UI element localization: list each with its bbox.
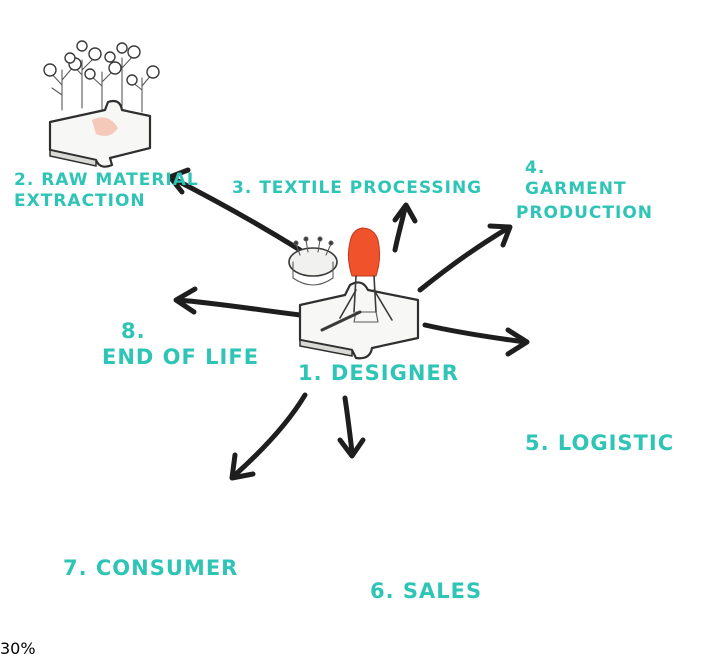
raw-material-illustration — [43, 40, 160, 168]
arrow-to-sales — [342, 395, 355, 455]
label-sales: 6. SALES — [370, 579, 483, 603]
arrow-to-raw-material — [169, 175, 303, 253]
diagram-canvas — [43, 40, 530, 481]
arrows — [167, 167, 530, 481]
label-garment-line1: 4. — [525, 158, 546, 178]
label-logistic: 5. LOGISTIC — [525, 431, 675, 455]
arrow-to-consumer — [232, 392, 308, 478]
label-end-of-life-line2: END OF LIFE — [102, 345, 260, 369]
label-raw-material-line1: 2. RAW MATERIAL — [14, 170, 199, 190]
designer-illustration — [288, 227, 420, 360]
arrow-to-end-of-life — [175, 297, 303, 318]
consumer-illustration: 30% — [0, 639, 36, 658]
label-textile-processing: 3. TEXTILE PROCESSING — [232, 178, 483, 198]
value-chain-diagram: 30% 1. DESIGNER 2. RAW MATERIAL EXTRACTI… — [0, 40, 675, 658]
label-end-of-life-line1: 8. — [121, 319, 146, 343]
label-designer: 1. DESIGNER — [298, 361, 459, 385]
arrow-to-garment — [417, 225, 511, 293]
arrow-to-logistic — [422, 322, 528, 345]
label-garment-line3: PRODUCTION — [516, 203, 653, 223]
label-consumer: 7. CONSUMER — [63, 556, 239, 580]
label-garment-line2: GARMENT — [525, 179, 627, 199]
label-raw-material-line2: EXTRACTION — [14, 191, 146, 211]
discount-tag-text: 30% — [0, 639, 36, 658]
